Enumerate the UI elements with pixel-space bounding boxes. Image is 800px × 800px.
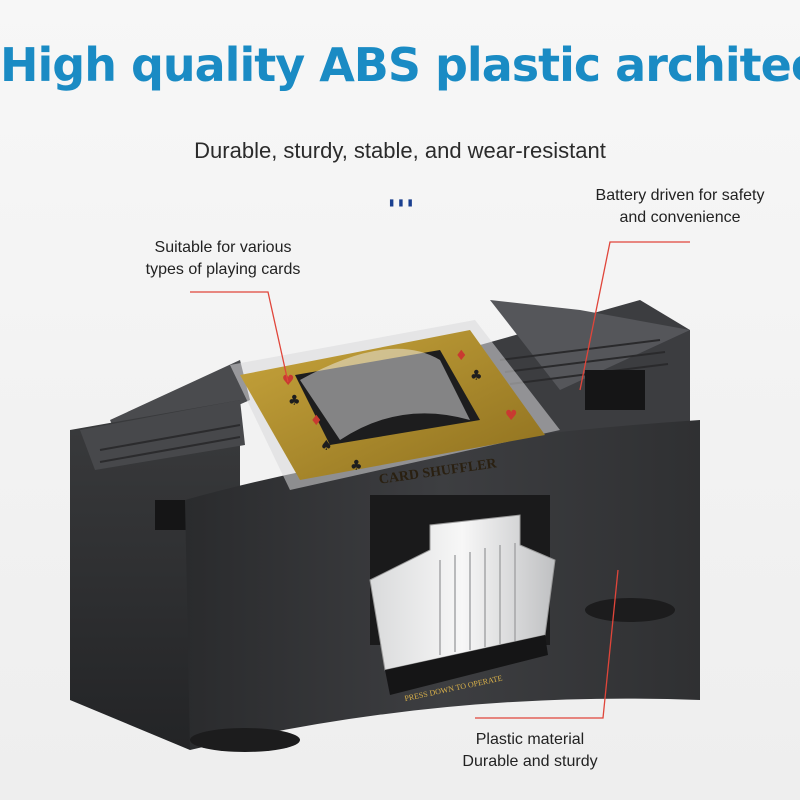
headline: High quality ABS plastic architecture (0, 38, 800, 92)
svg-text:♦: ♦ (455, 348, 468, 364)
material-callout-line (475, 569, 619, 719)
battery-callout-line-1: Battery driven for safety (595, 187, 765, 204)
cards-callout-line-2: types of playing cards (145, 261, 301, 278)
cards-callout-line-1: Suitable for various (154, 239, 292, 256)
material-callout: Plastic material Durable and sturdy (450, 729, 610, 773)
cards-callout: Suitable for various types of playing ca… (118, 237, 328, 281)
right-card-slot (585, 370, 645, 410)
decorative-marks: ▮▮▮ (388, 195, 416, 209)
svg-text:♣: ♣ (470, 368, 483, 384)
svg-text:♣: ♣ (288, 393, 301, 409)
svg-text:♦: ♦ (310, 413, 323, 429)
svg-text:♥: ♥ (505, 408, 518, 424)
battery-callout-line-2: and convenience (619, 209, 741, 226)
press-down-button (369, 514, 556, 671)
cards-callout-line (190, 291, 289, 383)
battery-callout-line (579, 241, 690, 391)
svg-text:♣: ♣ (350, 458, 363, 474)
battery-callout: Battery driven for safety and convenienc… (560, 185, 800, 229)
subtitle: Durable, sturdy, stable, and wear-resist… (194, 138, 606, 163)
material-callout-line-2: Durable and sturdy (462, 753, 598, 770)
material-callout-line-1: Plastic material (475, 731, 585, 748)
svg-text:♠: ♠ (320, 438, 333, 454)
